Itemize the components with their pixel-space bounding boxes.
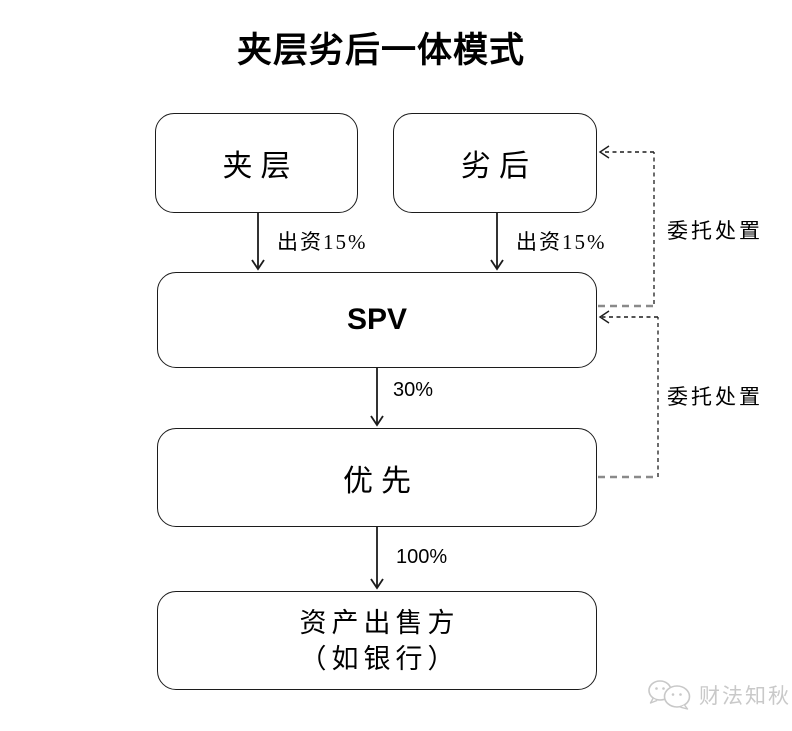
node-senior-label: 优先 bbox=[343, 464, 419, 498]
node-subordinate: 劣后 bbox=[393, 113, 597, 213]
diagram-title: 夹层劣后一体模式 bbox=[236, 31, 525, 70]
edge-label-30pct: 30% bbox=[393, 379, 434, 401]
edge-label-contribution-left: 出资15% bbox=[277, 230, 368, 254]
edge-label-entrust-top: 委托处置 bbox=[667, 219, 763, 243]
edge-label-100pct: 100% bbox=[396, 546, 448, 568]
connector-entrust-senior-to-spv bbox=[598, 310, 659, 479]
node-spv: SPV bbox=[157, 272, 597, 368]
arrow-subordinate-to-spv bbox=[490, 213, 504, 271]
wechat-icon bbox=[648, 680, 691, 710]
edge-label-entrust-bottom: 委托处置 bbox=[667, 385, 763, 409]
node-mezzanine-label: 夹层 bbox=[222, 150, 299, 183]
edge-label-contribution-right: 出资15% bbox=[516, 230, 607, 254]
node-spv-label: SPV bbox=[346, 303, 408, 336]
connector-entrust-spv-to-subordinate bbox=[598, 145, 655, 308]
node-asset-seller: 资产出售方 （如银行） bbox=[157, 591, 597, 690]
arrow-senior-to-seller bbox=[370, 527, 384, 590]
watermark: 财法知秋 bbox=[646, 679, 791, 710]
node-senior: 优先 bbox=[157, 428, 597, 527]
arrow-mezzanine-to-spv bbox=[251, 213, 265, 271]
node-subordinate-label: 劣后 bbox=[461, 150, 537, 183]
arrow-spv-to-senior bbox=[370, 368, 384, 427]
watermark-text: 财法知秋 bbox=[699, 683, 791, 708]
node-asset-seller-label-line1: 资产出售方 bbox=[299, 607, 460, 638]
node-mezzanine: 夹层 bbox=[155, 113, 358, 213]
node-asset-seller-label-line2: （如银行） bbox=[299, 643, 460, 674]
